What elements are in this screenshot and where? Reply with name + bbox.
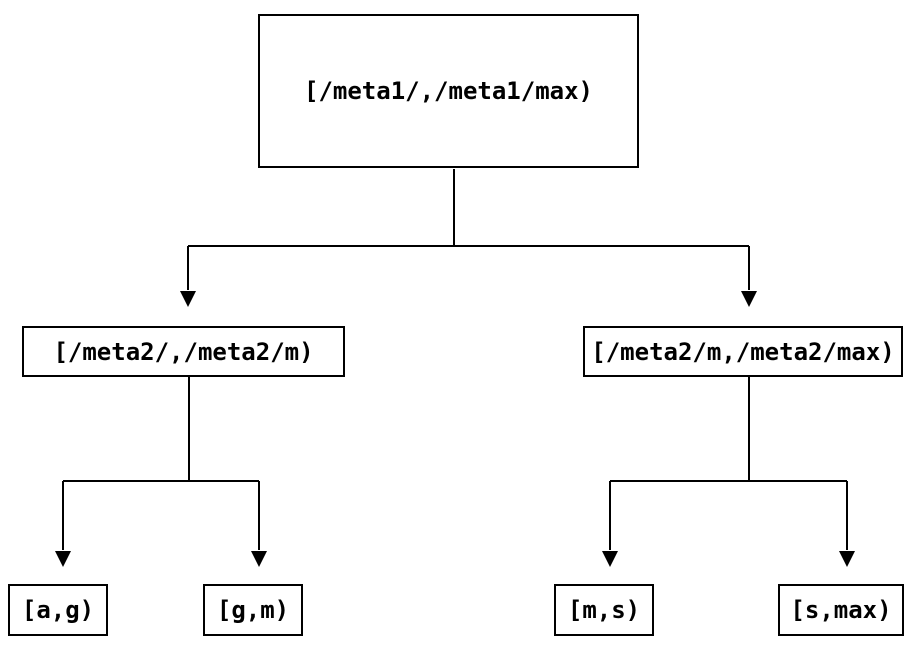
arrowhead-icon — [602, 551, 618, 567]
node-mid-left: [/meta2/,/meta2/m) — [22, 326, 345, 377]
node-leaf-ag-label: [a,g) — [21, 596, 95, 624]
arrowhead-icon — [741, 291, 757, 307]
edge-midleft-to-leaves — [62, 377, 260, 550]
arrowhead-icon — [839, 551, 855, 567]
node-mid-right-label: [/meta2/m,/meta2/max) — [591, 337, 895, 366]
arrowhead-icon — [251, 551, 267, 567]
edge-midright-to-leaves — [609, 377, 848, 550]
node-root: [/meta1/,/meta1/max) — [258, 14, 639, 168]
node-leaf-smax-label: [s,max) — [790, 596, 892, 624]
arrowhead-icon — [55, 551, 71, 567]
node-root-label: [/meta1/,/meta1/max) — [304, 77, 593, 105]
node-mid-left-label: [/meta2/,/meta2/m) — [53, 337, 314, 366]
arrowhead-icon — [180, 291, 196, 307]
node-leaf-ms: [m,s) — [554, 584, 654, 636]
node-mid-right: [/meta2/m,/meta2/max) — [583, 326, 903, 377]
node-leaf-gm: [g,m) — [203, 584, 303, 636]
node-leaf-ms-label: [m,s) — [567, 596, 641, 624]
node-leaf-ag: [a,g) — [8, 584, 108, 636]
edge-root-to-children — [187, 169, 750, 290]
node-leaf-gm-label: [g,m) — [216, 596, 290, 624]
node-leaf-smax: [s,max) — [778, 584, 904, 636]
